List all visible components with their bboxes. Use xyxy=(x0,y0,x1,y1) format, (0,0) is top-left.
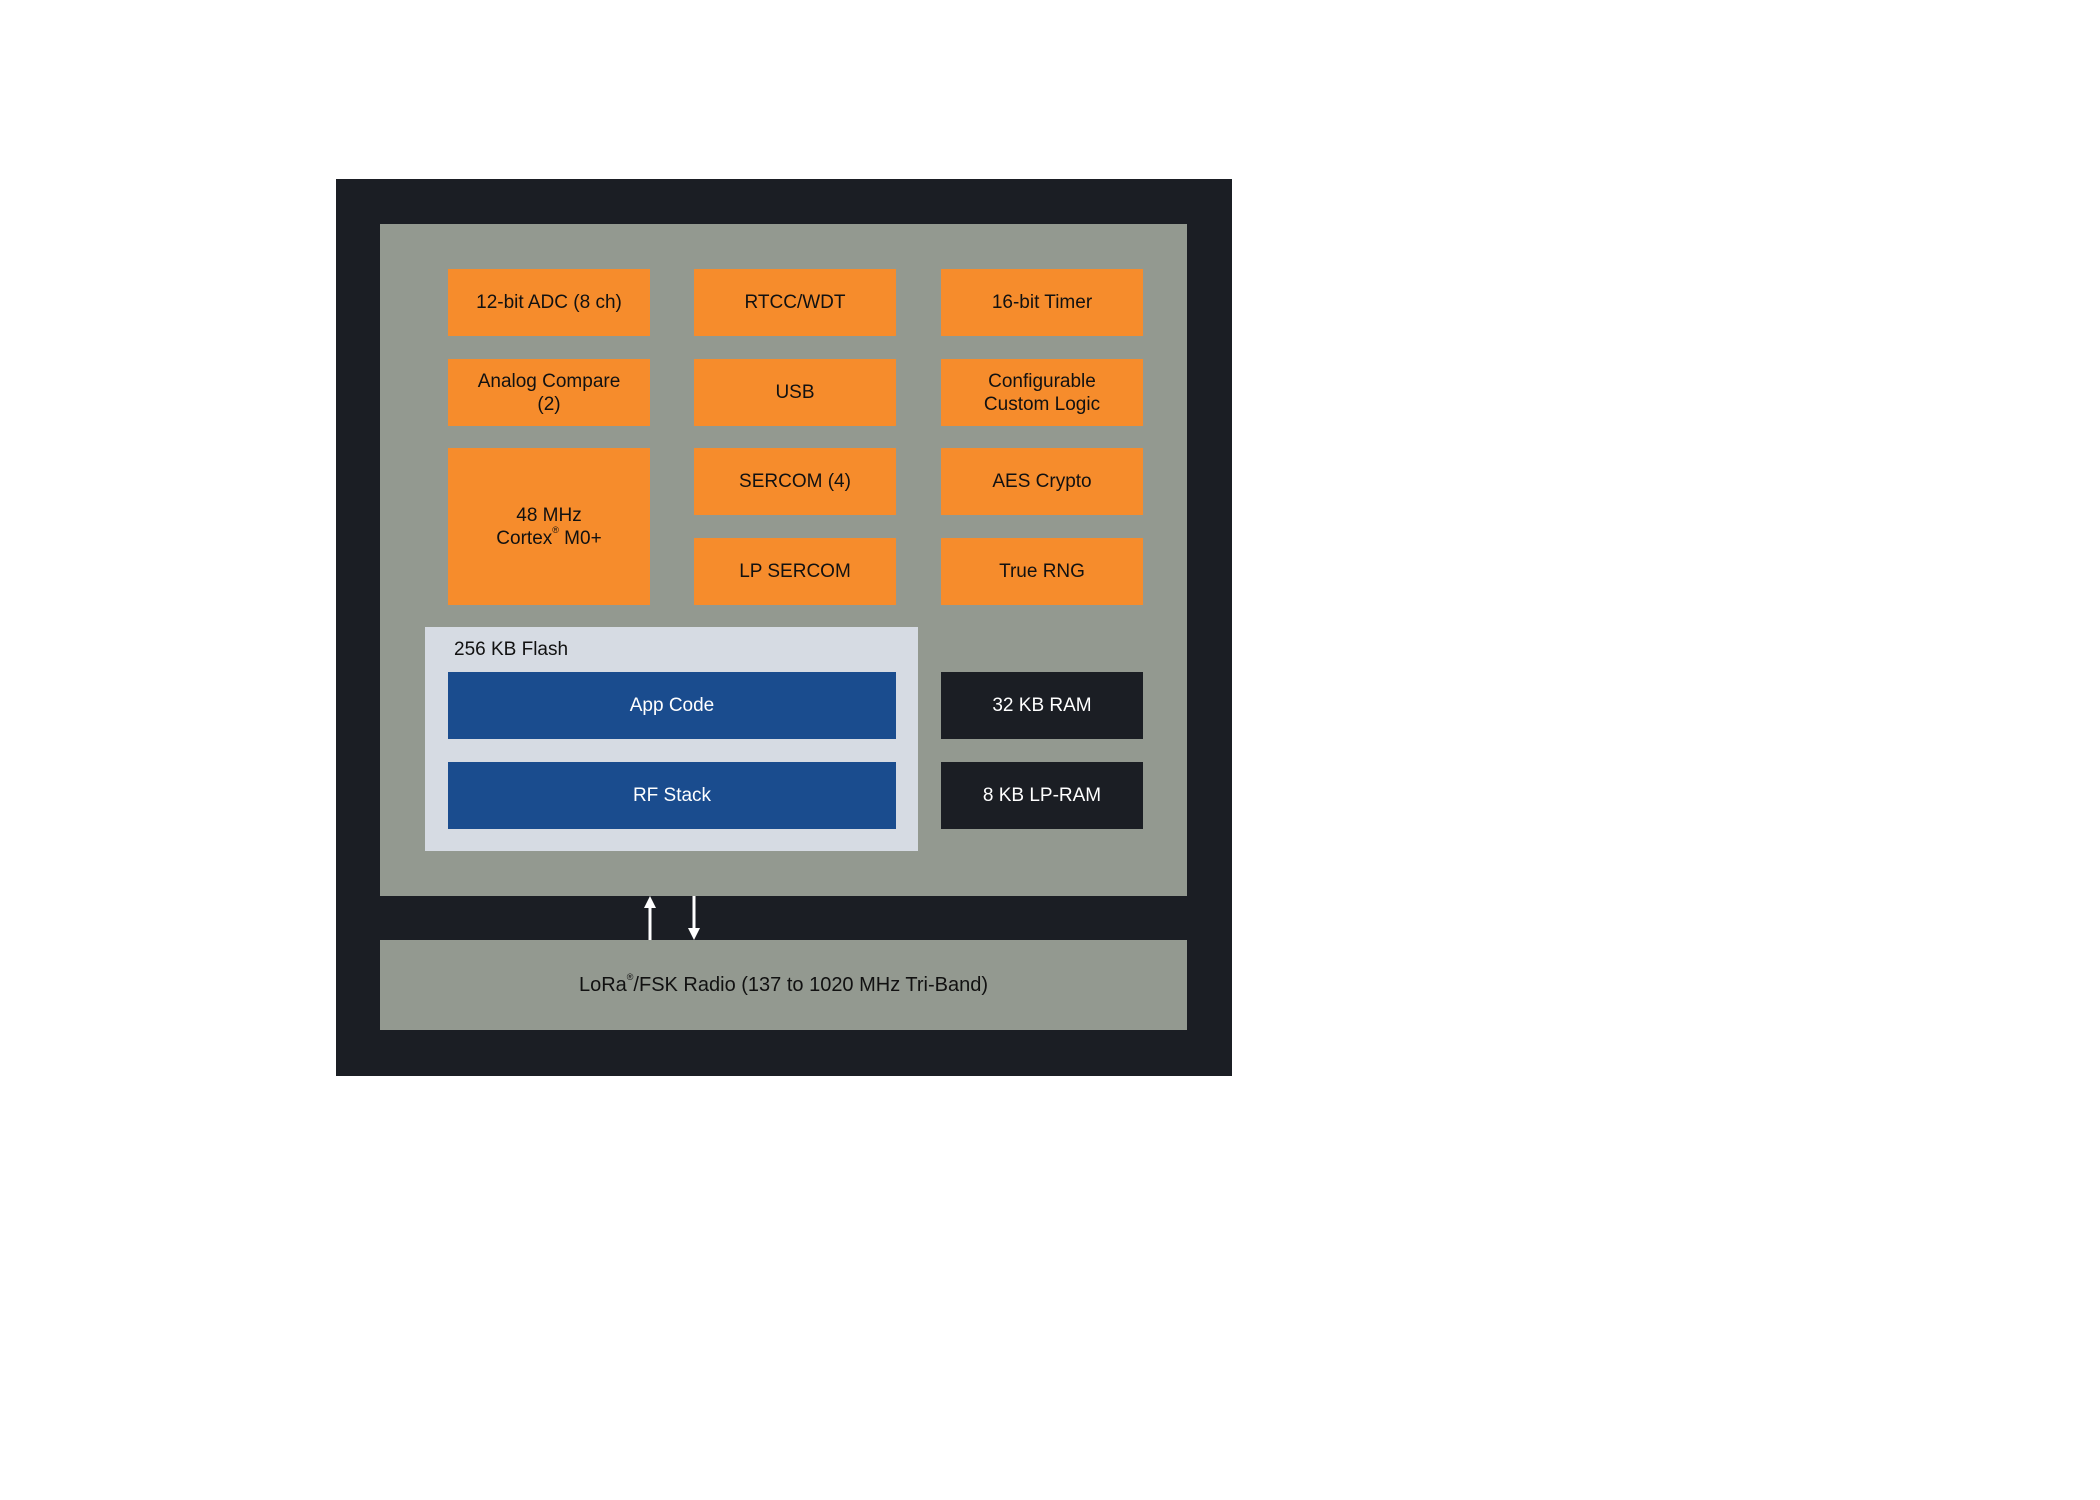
lp-ram-block: 8 KB LP-RAM xyxy=(941,762,1143,829)
cpu-frequency-label: 48 MHz xyxy=(516,504,582,526)
custom-logic-block: Configurable Custom Logic xyxy=(941,359,1143,426)
custom-logic-label: Configurable Custom Logic xyxy=(983,370,1101,415)
cpu-block: 48 MHz Cortex® M0+ xyxy=(448,448,650,605)
adc-block: 12-bit ADC (8 ch) xyxy=(448,269,650,336)
lp-sercom-block: LP SERCOM xyxy=(694,538,896,605)
analog-compare-block: Analog Compare (2) xyxy=(448,359,650,426)
timer-block: 16-bit Timer xyxy=(941,269,1143,336)
ram-label: 32 KB RAM xyxy=(992,695,1092,716)
true-rng-label: True RNG xyxy=(999,561,1085,582)
sercom-label: SERCOM (4) xyxy=(739,471,851,492)
ram-block: 32 KB RAM xyxy=(941,672,1143,739)
up-arrow xyxy=(644,896,656,940)
down-arrow xyxy=(688,896,700,940)
timer-label: 16-bit Timer xyxy=(991,292,1093,313)
rf-stack-label: RF Stack xyxy=(632,785,712,806)
radio-block: LoRa®/FSK Radio (137 to 1020 MHz Tri-Ban… xyxy=(380,940,1187,1030)
analog-compare-label: Analog Compare (2) xyxy=(477,370,621,415)
rtcc-wdt-label: RTCC/WDT xyxy=(744,292,846,313)
app-code-label: App Code xyxy=(629,695,715,716)
usb-block: USB xyxy=(694,359,896,426)
bus-arrows xyxy=(644,896,700,940)
app-code-block: App Code xyxy=(448,672,896,739)
rf-stack-block: RF Stack xyxy=(448,762,896,829)
adc-label: 12-bit ADC (8 ch) xyxy=(476,292,622,313)
rtcc-wdt-block: RTCC/WDT xyxy=(694,269,896,336)
sercom-block: SERCOM (4) xyxy=(694,448,896,515)
lp-sercom-label: LP SERCOM xyxy=(739,561,851,582)
aes-crypto-label: AES Crypto xyxy=(992,471,1092,492)
flash-label: 256 KB Flash xyxy=(454,639,569,660)
radio-label: LoRa®/FSK Radio (137 to 1020 MHz Tri-Ban… xyxy=(578,971,989,996)
cpu-core-label: Cortex® M0+ xyxy=(496,525,602,549)
aes-crypto-block: AES Crypto xyxy=(941,448,1143,515)
lp-ram-label: 8 KB LP-RAM xyxy=(982,785,1102,806)
true-rng-block: True RNG xyxy=(941,538,1143,605)
usb-label: USB xyxy=(775,382,815,403)
